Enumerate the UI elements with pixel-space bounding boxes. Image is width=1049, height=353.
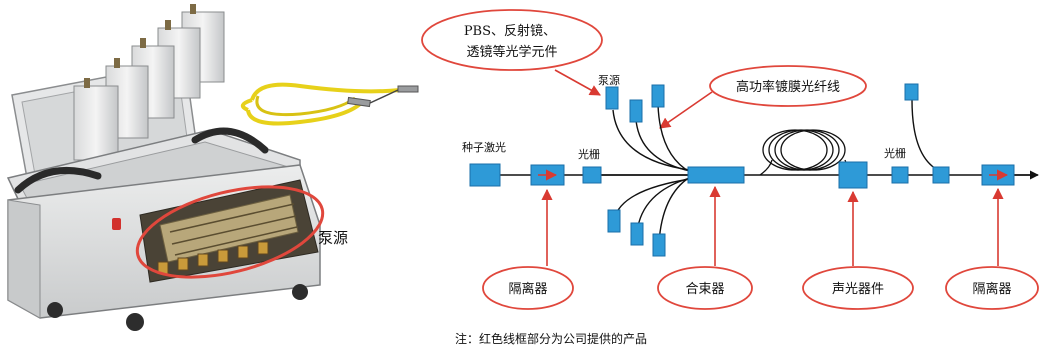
pump-photo-label: 泵源 bbox=[318, 229, 348, 247]
power-button-icon bbox=[112, 218, 121, 230]
isolator-left-ellipse bbox=[482, 266, 574, 310]
fiber-arrow bbox=[659, 91, 713, 129]
pump-box bbox=[630, 222, 644, 246]
footnote: 注：红色线框部分为公司提供的产品 bbox=[455, 331, 647, 346]
pump-fibers-top bbox=[600, 104, 691, 176]
optics-callout bbox=[421, 9, 603, 71]
aom-ellipse bbox=[802, 266, 914, 310]
optics-arrow bbox=[554, 69, 601, 96]
seed-laser-box bbox=[469, 163, 501, 187]
component-pointers bbox=[541, 185, 1004, 266]
fiber-callout bbox=[709, 65, 867, 107]
right-pump-box bbox=[904, 83, 919, 101]
isolator-right-label: 隔离器 bbox=[972, 281, 1011, 297]
device-photo bbox=[6, 4, 325, 331]
pump-box bbox=[651, 84, 665, 108]
combiner-box bbox=[687, 166, 745, 184]
aom-label: 声光器件 bbox=[832, 282, 884, 297]
grating-right-box bbox=[891, 166, 909, 184]
optics-callout-text: PBS、反射镜、 透镜等光学元件 bbox=[464, 23, 560, 60]
combiner-label: 合束器 bbox=[685, 282, 724, 297]
grating-left-box bbox=[582, 166, 602, 184]
right-pump-fiber bbox=[911, 99, 943, 173]
fiber-cable-photo bbox=[240, 82, 419, 126]
wheel-icon bbox=[126, 313, 144, 331]
laser-schematic: PBS、反射镜、 透镜等光学元件 高功率镀膜光纤线 bbox=[421, 9, 1039, 310]
isolator-right-ellipse bbox=[945, 266, 1039, 310]
grating-left-label: 光栅 bbox=[578, 147, 600, 161]
pump-module-stack bbox=[73, 4, 225, 161]
pump-box bbox=[652, 233, 666, 257]
isolator-left-label: 隔离器 bbox=[508, 281, 547, 297]
coupler-box bbox=[932, 166, 950, 184]
pump-box bbox=[605, 86, 619, 110]
seed-laser-label: 种子激光 bbox=[462, 140, 506, 154]
grating-right-label: 光栅 bbox=[884, 146, 906, 160]
pump-diodes bbox=[157, 194, 299, 275]
pump-highlight-ellipse bbox=[135, 185, 325, 279]
combiner-ellipse bbox=[657, 266, 753, 310]
pump-label: 泵源 bbox=[598, 73, 620, 87]
fiber-callout-text: 高功率镀膜光纤线 bbox=[736, 79, 840, 95]
pump-box bbox=[607, 209, 621, 233]
pump-box bbox=[629, 99, 643, 123]
component-boxes bbox=[469, 83, 1015, 257]
wheel-icon bbox=[292, 284, 308, 300]
wheel-icon bbox=[47, 302, 63, 318]
pump-fibers-bottom bbox=[613, 176, 691, 244]
aom-box bbox=[838, 161, 868, 189]
